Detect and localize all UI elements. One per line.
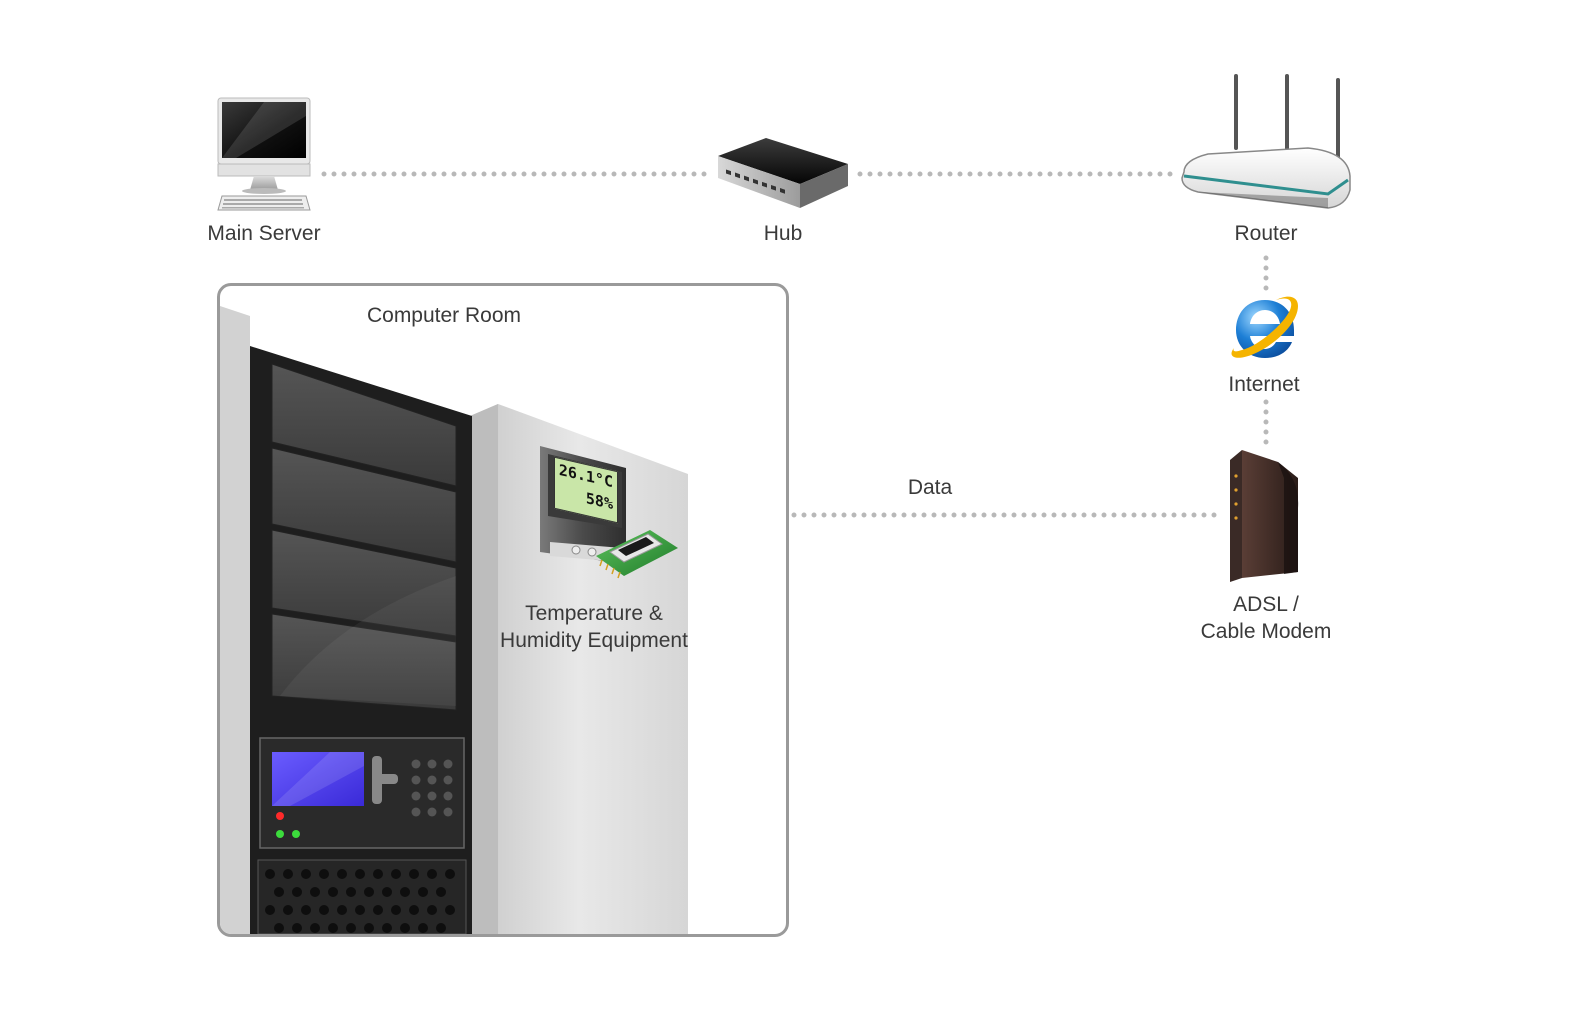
modem-node — [1226, 448, 1302, 584]
computer-room-title: Computer Room — [366, 304, 522, 327]
modem-label-line2: Cable Modem — [1200, 620, 1332, 643]
sensor-label: Temperature & Humidity Equipment — [474, 600, 714, 654]
modem-icon — [1230, 450, 1299, 582]
server-rack-illustration — [220, 306, 688, 934]
main-server-node — [214, 96, 314, 214]
internet-label: Internet — [1228, 373, 1300, 396]
main-server-label: Main Server — [207, 222, 321, 245]
computer-room-box: Computer Room — [217, 283, 789, 937]
internet-explorer-icon — [1231, 296, 1298, 358]
data-edge-label: Data — [907, 476, 953, 499]
router-label: Router — [1234, 222, 1298, 245]
wireless-router-icon — [1181, 74, 1351, 209]
modem-label-line1: ADSL / — [1233, 593, 1299, 616]
desktop-computer-icon — [217, 97, 311, 211]
hub-node — [716, 134, 850, 214]
hub-label: Hub — [763, 222, 803, 245]
network-hub-icon — [718, 138, 848, 208]
internet-node — [1228, 292, 1302, 364]
sensor-label-line2: Humidity Equipment — [500, 629, 688, 652]
router-node — [1178, 72, 1354, 212]
modem-label: ADSL / Cable Modem — [1176, 591, 1356, 645]
sensor-node: 26.1°C 58% — [538, 444, 680, 584]
sensor-label-line1: Temperature & — [525, 602, 663, 625]
